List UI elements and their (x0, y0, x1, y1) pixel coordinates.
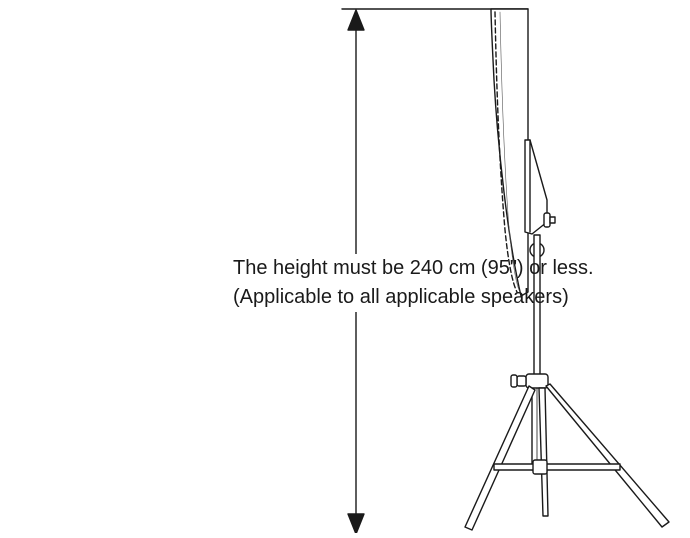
tripod-legs (464, 383, 670, 531)
line-array-speaker (490, 8, 529, 297)
applicability-note: (Applicable to all applicable speakers) (233, 286, 569, 308)
mounting-bracket (524, 139, 556, 258)
tripod-braces (493, 459, 621, 475)
stand-collar (510, 373, 549, 389)
height-requirement-text: The height must be 240 cm (95") or less. (233, 257, 594, 279)
height-requirement-label: The height must be 240 cm (95") or less.… (233, 254, 594, 312)
arrowhead-bottom (347, 513, 365, 535)
arrowhead-top (347, 9, 365, 31)
